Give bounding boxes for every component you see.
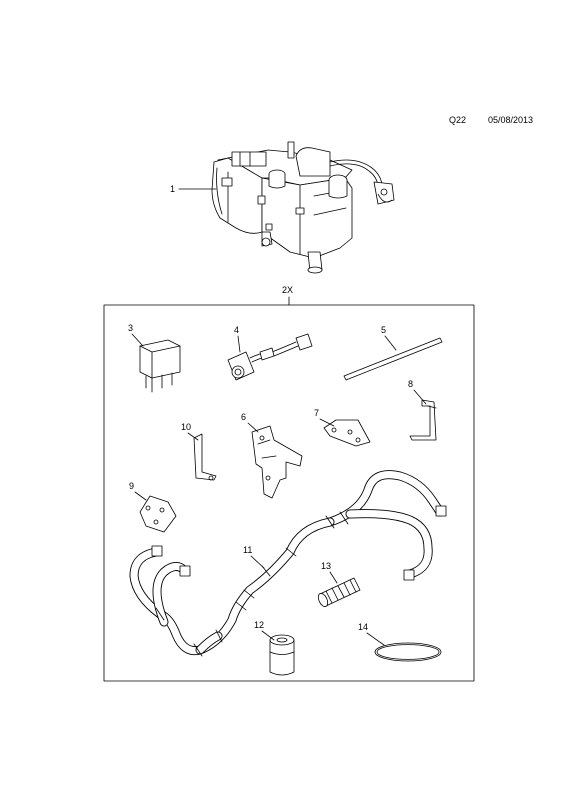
part-6-mounting-bracket[interactable] — [251, 425, 303, 499]
callout-5: 5 — [381, 325, 397, 351]
callout-label-11: 11 — [243, 545, 252, 555]
callout-label-1: 1 — [170, 184, 175, 194]
callout-8: 8 — [408, 379, 427, 405]
callout-12: 12 — [254, 620, 275, 641]
callout-13: 13 — [321, 561, 338, 584]
callout-6: 6 — [241, 412, 259, 433]
callout-label-7: 7 — [314, 408, 319, 418]
part-12-filter-cartridge[interactable] — [269, 634, 295, 676]
page-reference: Q22 — [449, 115, 467, 125]
callout-label-6: 6 — [241, 412, 246, 422]
callout-9: 9 — [129, 481, 147, 501]
callout-14: 14 — [358, 622, 385, 646]
part-14-o-ring[interactable] — [374, 642, 442, 662]
part-10-l-bracket[interactable] — [193, 433, 217, 481]
callout-3: 3 — [128, 323, 144, 347]
callout-label-4: 4 — [234, 325, 239, 335]
callout-label-14: 14 — [358, 622, 368, 632]
callout-label-10: 10 — [181, 422, 191, 432]
part-9-flange[interactable] — [139, 495, 177, 533]
callout-label-8: 8 — [408, 379, 413, 389]
callout-label-5: 5 — [381, 325, 386, 335]
callout-label-13: 13 — [321, 561, 331, 571]
part-1-heater-unit[interactable] — [211, 141, 395, 274]
callout-1: 1 — [170, 184, 217, 194]
kit-frame — [103, 304, 475, 682]
callout-label-12: 12 — [254, 620, 264, 630]
callout-label-2x: 2X — [282, 285, 293, 295]
part-11-hose-assembly[interactable] — [129, 470, 447, 657]
callout-2x: 2X — [282, 285, 293, 306]
callout-label-3: 3 — [128, 323, 133, 333]
part-4-sensor[interactable] — [227, 333, 313, 381]
callout-11: 11 — [243, 545, 265, 569]
callout-10: 10 — [181, 422, 199, 441]
callout-7: 7 — [314, 408, 335, 427]
callout-4: 4 — [234, 325, 241, 353]
part-5-strip[interactable] — [343, 337, 443, 381]
part-8-bracket[interactable] — [409, 399, 437, 441]
page-date: 05/08/2013 — [488, 115, 534, 125]
part-3-relay[interactable] — [139, 339, 181, 393]
part-13-corrugated-hose[interactable] — [316, 577, 361, 608]
part-7-plate[interactable] — [323, 419, 371, 447]
callout-label-9: 9 — [129, 481, 134, 491]
